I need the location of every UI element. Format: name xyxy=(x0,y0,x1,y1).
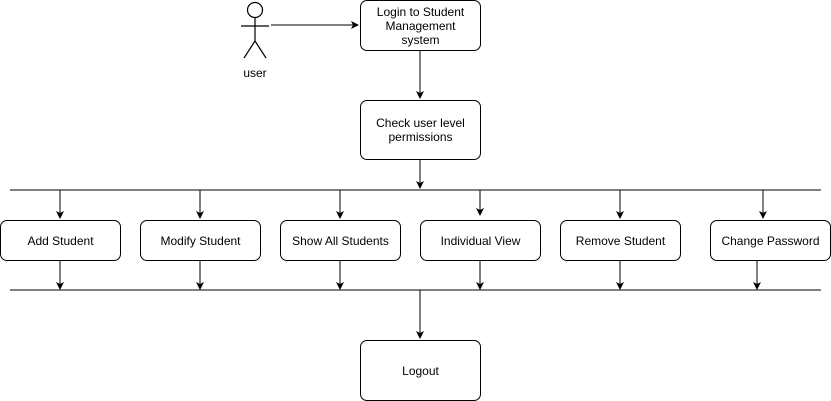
change-password-node-label: Change Password xyxy=(721,233,820,248)
actor-label: user xyxy=(243,66,267,80)
individual-view-node[interactable]: Individual View xyxy=(420,220,541,261)
show-all-students-node[interactable]: Show All Students xyxy=(280,220,401,261)
remove-student-node-label: Remove Student xyxy=(575,233,666,248)
show-all-students-node-label: Show All Students xyxy=(292,233,389,248)
add-student-node-label: Add Student xyxy=(27,233,94,248)
remove-student-node[interactable]: Remove Student xyxy=(560,220,681,261)
add-student-node[interactable]: Add Student xyxy=(0,220,121,261)
login-node-label: Login to Student Management system xyxy=(376,4,465,47)
check-permissions-node-label: Check user level permissions xyxy=(376,116,465,144)
logout-node[interactable]: Logout xyxy=(360,340,481,401)
logout-node-label: Logout xyxy=(402,363,439,378)
fork-arrows xyxy=(56,190,767,219)
modify-student-node[interactable]: Modify Student xyxy=(140,220,261,261)
user-actor-icon xyxy=(241,1,269,59)
modify-student-node-label: Modify Student xyxy=(160,233,241,248)
check-permissions-node[interactable]: Check user level permissions xyxy=(360,100,481,160)
change-password-node[interactable]: Change Password xyxy=(710,220,831,261)
join-arrows xyxy=(56,261,761,290)
individual-view-node-label: Individual View xyxy=(440,233,521,248)
login-node[interactable]: Login to Student Management system xyxy=(360,0,481,51)
